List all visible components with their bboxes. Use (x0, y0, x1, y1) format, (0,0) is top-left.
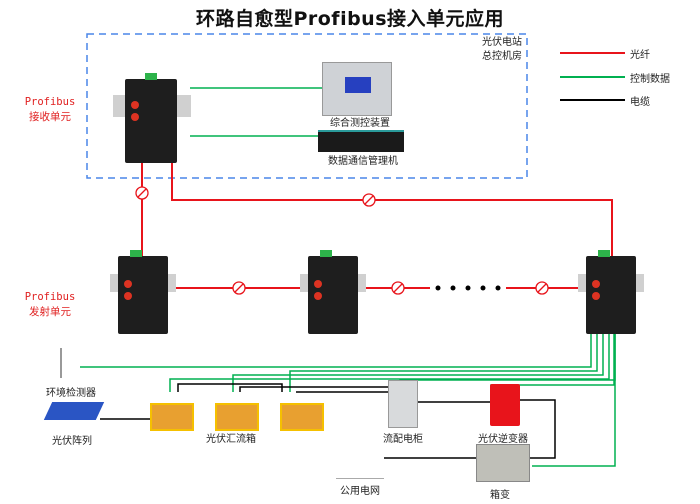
legend-cable-label: 电缆 (630, 97, 650, 108)
pv-combiner-box-label: 光伏汇流箱 (206, 434, 256, 445)
environment-monitor-device[interactable] (60, 348, 82, 378)
environment-monitor-label: 环境检测器 (46, 388, 96, 399)
pv-inverter-device[interactable] (490, 384, 520, 426)
transmitter-unit-label: Profibus 发射单元 (14, 290, 86, 320)
ac-distribution-cabinet-label: 流配电柜 (383, 434, 423, 445)
fiber-receiver-to-right (171, 158, 613, 258)
receiver-unit-label: Profibus 接收单元 (14, 95, 86, 125)
pv-inverter-label: 光伏逆变器 (478, 434, 528, 445)
pv-combiner-box-1[interactable] (150, 403, 194, 431)
public-grid-towers[interactable] (336, 432, 384, 479)
box-transformer-label: 箱变 (490, 490, 510, 501)
station-label: 光伏电站 总控机房 (460, 36, 522, 64)
data-comm-manager-device[interactable] (318, 130, 404, 152)
pv-combiner-box-2[interactable] (215, 403, 259, 431)
box-transformer-device[interactable] (476, 444, 530, 482)
receiver-label-line2: 接收单元 (29, 111, 71, 123)
station-label-line2: 总控机房 (482, 51, 522, 62)
legend-fiber-label: 光纤 (630, 50, 650, 61)
cable-lines (100, 383, 556, 459)
profibus-transmitter-switch-1[interactable] (110, 250, 176, 334)
ellipsis-dots (435, 285, 501, 291)
transmitter-label-line1: Profibus (24, 291, 76, 303)
profibus-receiver-switch[interactable] (113, 73, 191, 163)
legend-control-label: 控制数据 (630, 74, 670, 85)
profibus-transmitter-switch-2[interactable] (300, 250, 366, 334)
profibus-transmitter-switch-3[interactable] (578, 250, 644, 334)
public-grid-label: 公用电网 (340, 486, 380, 497)
control-room-border (86, 33, 528, 179)
diagram-title: 环路自愈型Profibus接入单元应用 (195, 8, 505, 30)
measurement-control-device[interactable] (322, 62, 392, 116)
fiber-link-icon (135, 186, 549, 295)
pv-array-label: 光伏阵列 (52, 436, 92, 447)
ac-distribution-cabinet[interactable] (388, 380, 418, 428)
receiver-label-line1: Profibus (24, 96, 76, 108)
measurement-control-label: 综合测控装置 (330, 118, 390, 129)
data-comm-manager-label: 数据通信管理机 (328, 156, 398, 167)
station-label-line1: 光伏电站 (482, 37, 522, 48)
pv-array-device[interactable] (43, 402, 105, 420)
transmitter-label-line2: 发射单元 (29, 306, 71, 318)
pv-combiner-box-3[interactable] (280, 403, 324, 431)
